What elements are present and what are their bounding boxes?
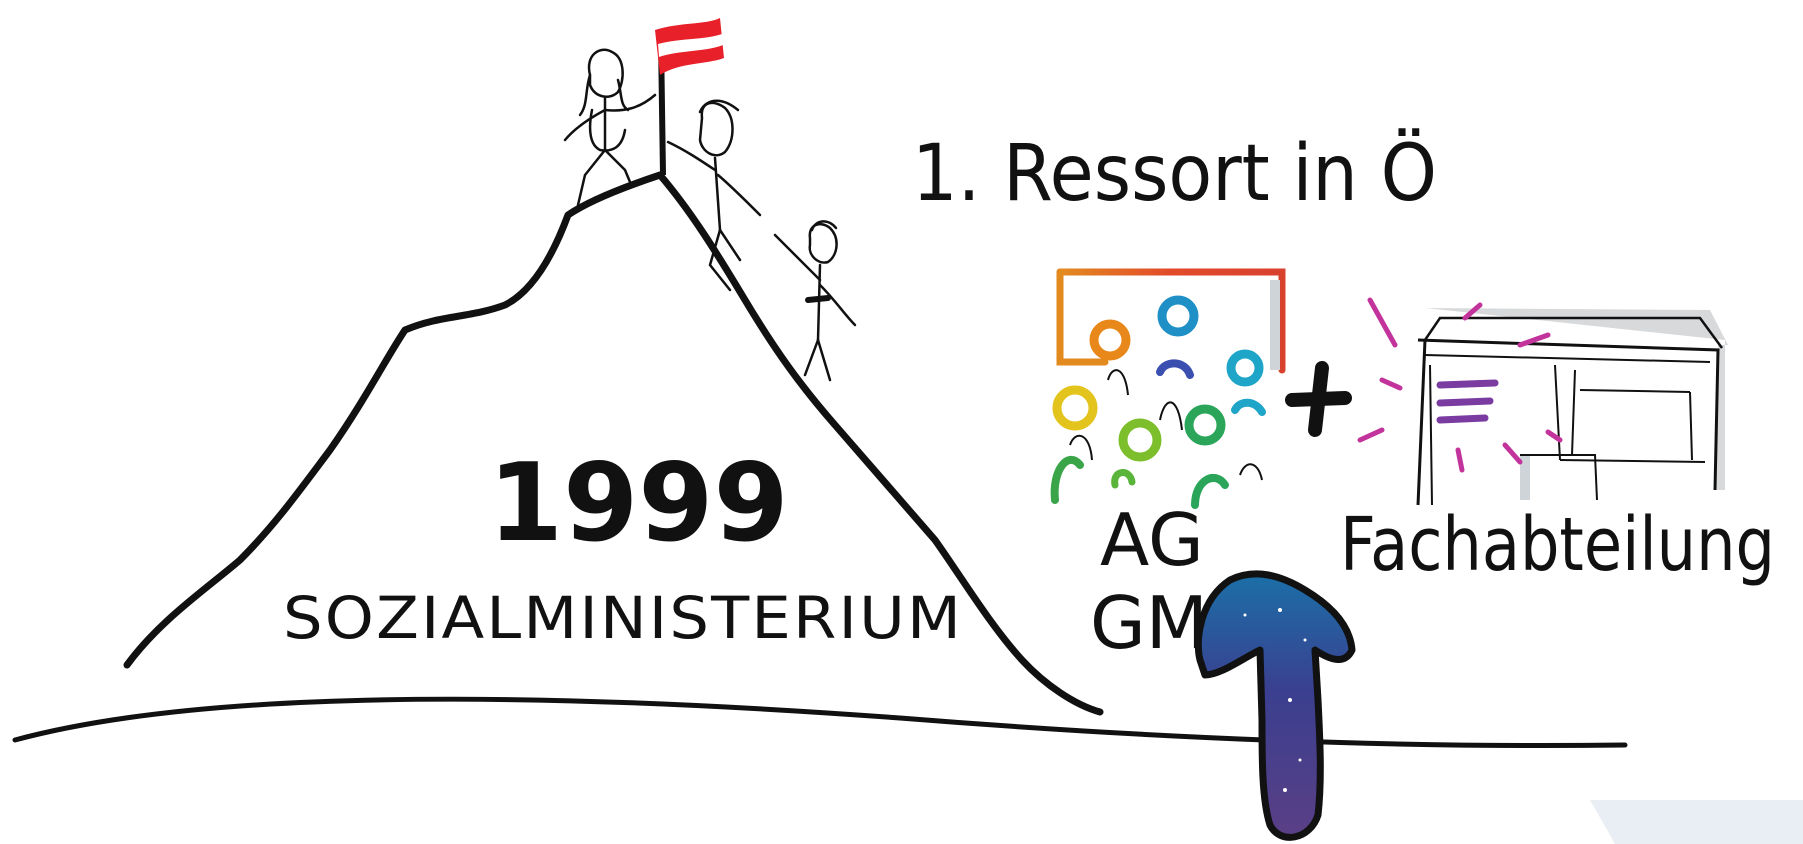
climber-figure-3	[773, 220, 857, 382]
department-label: Fachabteilung	[1340, 502, 1775, 588]
ministry-label: SOZIALMINISTERIUM	[283, 584, 963, 652]
mountain-outline	[123, 171, 1104, 716]
plus-icon	[1285, 361, 1352, 437]
climber-figure-2	[666, 99, 762, 292]
corner-shape	[1590, 800, 1803, 844]
office-desk-icon	[1357, 297, 1728, 506]
people-group-icon	[1050, 268, 1286, 509]
upward-arrow-icon	[1194, 570, 1356, 841]
austria-flag-icon	[655, 18, 724, 176]
year-label: 1999	[488, 441, 789, 566]
group-label-gm: GM	[1090, 581, 1208, 665]
group-label-ag: AG	[1100, 498, 1204, 582]
title-label: 1. Ressort in Ö	[912, 128, 1437, 219]
climber-figure-1	[563, 48, 657, 207]
ground-line	[12, 696, 1628, 749]
